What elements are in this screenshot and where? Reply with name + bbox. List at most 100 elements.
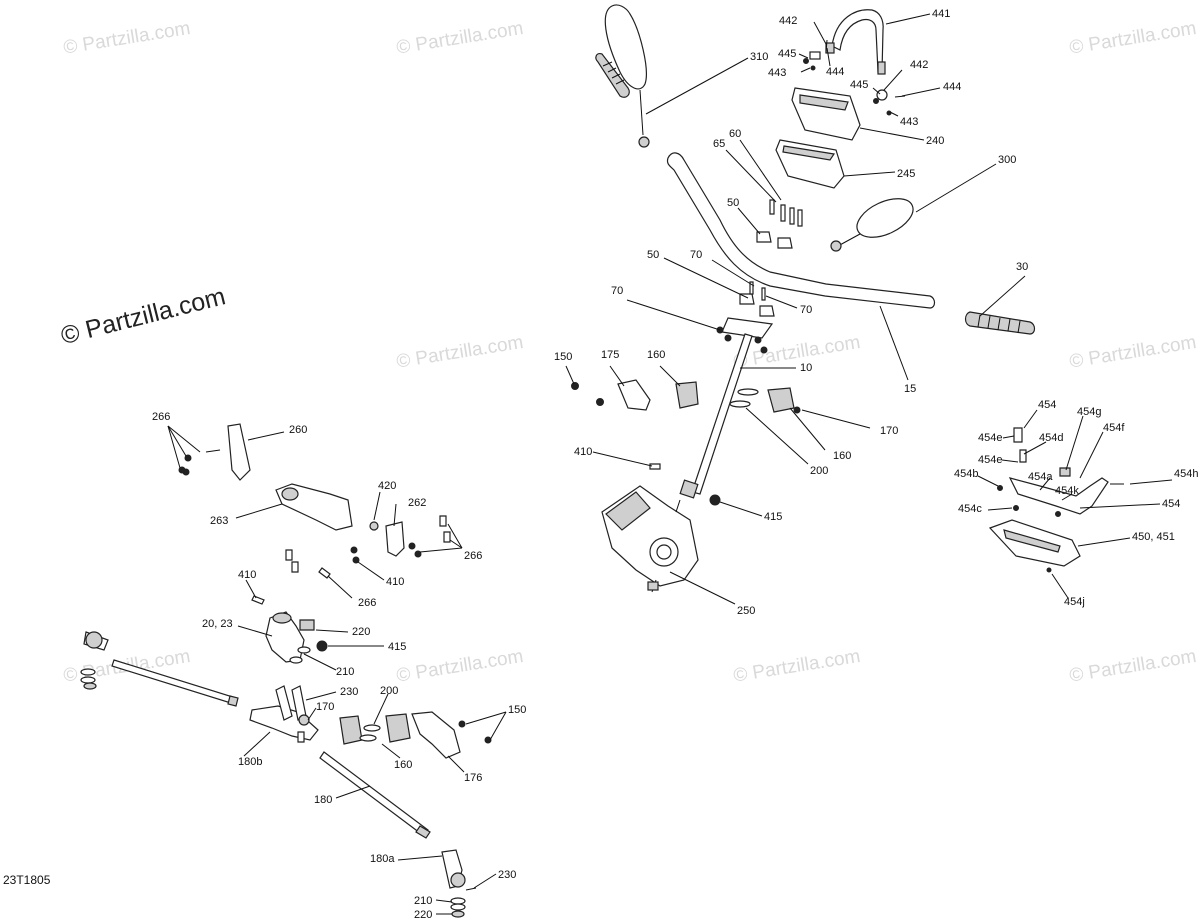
callout-260: 260 (289, 424, 307, 436)
callout-444: 444 (943, 81, 961, 93)
callout-410: 410 (574, 446, 592, 458)
callout-240: 240 (926, 135, 944, 147)
callout-266: 266 (358, 597, 376, 609)
callout-454h: 454h (1174, 468, 1198, 480)
callout-10: 10 (800, 362, 812, 374)
callout-160: 160 (833, 450, 851, 462)
callout-454b: 454b (954, 468, 978, 480)
callout-443: 443 (900, 116, 918, 128)
callout-454k: 454k (1055, 485, 1079, 497)
bushings-160-176 (339, 711, 492, 759)
callout-310: 310 (750, 51, 768, 63)
bolts-60-65 (769, 199, 803, 227)
drawing-code: 23T1805 (3, 873, 51, 887)
hardware-420-262-266 (251, 515, 451, 605)
callout-445: 445 (778, 48, 796, 60)
tie-rod-180 (319, 751, 431, 839)
bushings-column (571, 379, 801, 506)
callout-230: 230 (340, 686, 358, 698)
steering-gearbox-250 (601, 485, 699, 593)
callout-160: 160 (647, 349, 665, 361)
callout-220: 220 (352, 626, 370, 638)
callout-70: 70 (690, 249, 702, 261)
leader-lines (167, 13, 1173, 915)
callout-441: 441 (932, 8, 950, 20)
callout-220: 220 (414, 909, 432, 921)
callout-454f: 454f (1103, 422, 1125, 434)
callout-70: 70 (611, 285, 623, 297)
callout-20-23: 20, 23 (202, 618, 233, 630)
callout-15: 15 (904, 383, 916, 395)
handguard-245 (775, 139, 845, 189)
callout-300: 300 (998, 154, 1016, 166)
callout-410: 410 (386, 576, 404, 588)
callout-415: 415 (764, 511, 782, 523)
callout-labels: 441 442 445 443 444 442 445 444 443 310 … (152, 8, 1198, 921)
callout-262: 262 (408, 497, 426, 509)
callout-180a: 180a (370, 853, 395, 865)
callout-150: 150 (554, 351, 572, 363)
callout-454: 454 (1038, 399, 1056, 411)
steering-arm-180b (249, 685, 319, 743)
callout-442: 442 (910, 59, 928, 71)
callout-420: 420 (378, 480, 396, 492)
callout-210: 210 (414, 895, 432, 907)
callout-263: 263 (210, 515, 228, 527)
handguard-bracket-441 (825, 9, 886, 75)
bracket-260 (178, 423, 251, 481)
bracket-263 (275, 483, 353, 531)
callout-50: 50 (727, 197, 739, 209)
clamps-50 (739, 231, 793, 317)
callout-30: 30 (1016, 261, 1028, 273)
callout-266: 266 (152, 411, 170, 423)
callout-180: 180 (314, 794, 332, 806)
callout-454g: 454g (1077, 406, 1101, 418)
small-hardware-442 (803, 39, 906, 116)
callout-250: 250 (737, 605, 755, 617)
callout-160: 160 (394, 759, 412, 771)
callout-60: 60 (729, 128, 741, 140)
pitman-arm-20-23 (265, 611, 328, 664)
bolts-70 (749, 281, 766, 301)
callout-450-451: 450, 451 (1132, 531, 1175, 543)
right-mirror-300 (830, 198, 914, 252)
left-grip (595, 53, 630, 98)
callout-175: 175 (601, 349, 619, 361)
callout-454e: 454e (978, 454, 1002, 466)
callout-443: 443 (768, 67, 786, 79)
callout-266: 266 (464, 550, 482, 562)
callout-170: 170 (880, 425, 898, 437)
callout-170: 170 (316, 701, 334, 713)
callout-150: 150 (508, 704, 526, 716)
tie-rod-end-left (80, 631, 239, 707)
callout-444: 444 (826, 66, 844, 78)
callout-410: 410 (238, 569, 256, 581)
left-mirror (604, 4, 650, 148)
callout-454d: 454d (1039, 432, 1063, 444)
callout-180b: 180b (238, 756, 262, 768)
callout-210: 210 (336, 666, 354, 678)
handguard-assembly-454 (988, 427, 1124, 573)
callout-200: 200 (810, 465, 828, 477)
callout-70: 70 (800, 304, 812, 316)
callout-50: 50 (647, 249, 659, 261)
tie-rod-end-180a (441, 849, 477, 918)
callout-445: 445 (850, 79, 868, 91)
callout-454: 454 (1162, 498, 1180, 510)
handlebar-15 (666, 152, 936, 309)
callout-454e: 454e (978, 432, 1002, 444)
handguard-240 (791, 87, 861, 141)
callout-200: 200 (380, 685, 398, 697)
callout-245: 245 (897, 168, 915, 180)
right-grip-30 (964, 311, 1036, 335)
callout-442: 442 (779, 15, 797, 27)
callout-230: 230 (498, 869, 516, 881)
callout-415: 415 (388, 641, 406, 653)
callout-176: 176 (464, 772, 482, 784)
callout-454j: 454j (1064, 596, 1085, 608)
steering-column-10 (679, 317, 774, 499)
callout-454a: 454a (1028, 471, 1053, 483)
callout-454c: 454c (958, 503, 982, 515)
callout-65: 65 (713, 138, 725, 150)
